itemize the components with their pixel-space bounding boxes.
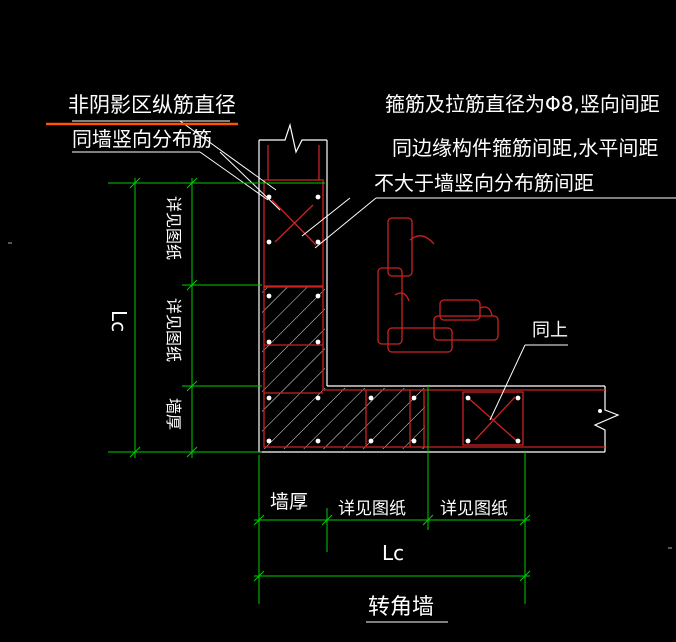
label-see-drawing-bottom-1: 详见图纸: [338, 499, 406, 519]
shaded-boundary-zone: [262, 287, 425, 449]
rebar-dots: [266, 194, 602, 444]
label-see-drawing-top: 详见图纸: [164, 196, 183, 260]
dimension-lines: [108, 177, 531, 604]
rebar-stirrups: [263, 145, 605, 448]
leader-lines: [72, 120, 676, 421]
label-same-as-above: 同上: [532, 320, 568, 341]
stirrup-note-line-2: 同边缘构件箍筋间距,水平间距: [392, 136, 658, 160]
stirrup-note-line-3: 不大于墙竖向分布筋间距: [374, 171, 594, 195]
label-wall-thickness-left: 墙厚: [164, 398, 183, 430]
label-same-wall-vertical: 同墙竖向分布筋: [72, 127, 212, 151]
label-non-shaded-rebar: 非阴影区纵筋直径: [68, 93, 236, 117]
wall-outline: [258, 122, 620, 453]
label-wall-thickness-bottom: 墙厚: [270, 491, 308, 513]
stirrup-note-line-1: 箍筋及拉筋直径为Φ8,竖向间距: [385, 92, 660, 116]
drawing-title: 转角墙: [368, 595, 434, 620]
label-lc-bottom: Lc: [382, 541, 404, 565]
label-lc-left: Lc: [107, 310, 131, 332]
label-see-drawing-mid: 详见图纸: [164, 298, 183, 362]
label-see-drawing-bottom-2: 详见图纸: [440, 499, 508, 519]
